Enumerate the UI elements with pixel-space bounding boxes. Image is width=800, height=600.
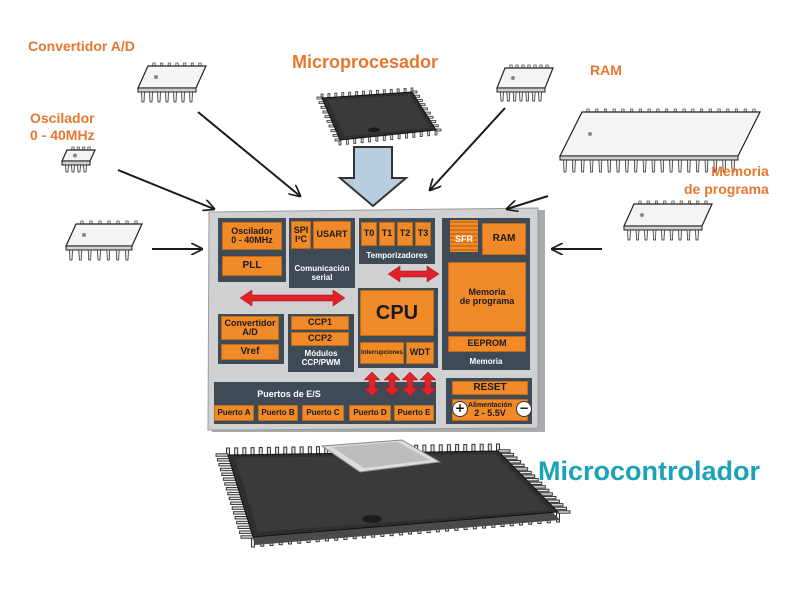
convertidor-block-line1: Convertidor	[224, 317, 276, 328]
sfr-label: SFR	[455, 234, 473, 244]
modulos-line2: CCP/PWM	[301, 358, 341, 368]
ram-label: RAM	[590, 62, 622, 78]
double-arrow-icon	[363, 371, 381, 397]
sfr-hatch	[450, 220, 478, 252]
bus-arrows	[239, 265, 440, 397]
dip-chip-icon	[137, 62, 207, 103]
vref-block: Vref	[221, 344, 279, 360]
convertidor-label: Convertidor A/D	[28, 38, 135, 54]
spi-i2c-block: SPI I²C	[291, 221, 311, 249]
microcontrolador-label: Microcontrolador	[538, 456, 761, 486]
timer-t1-block: T1	[379, 222, 395, 246]
double-arrow-icon	[383, 371, 401, 397]
oscilador-block-line1: Oscilador	[231, 225, 273, 236]
microcontroller-chip-icon	[215, 439, 571, 548]
microprocesador-label: Microprocesador	[292, 52, 439, 72]
arrow-icon	[430, 107, 506, 190]
arrow-icon	[197, 111, 300, 196]
convertidor-block-line2: A/D	[242, 327, 258, 337]
eeprom-block: EEPROM	[448, 336, 526, 352]
down-arrow-icon	[337, 146, 409, 208]
arrow-icon	[117, 169, 214, 209]
memoria-label-line1: Memoria	[711, 163, 769, 179]
oscilador-block: Oscilador 0 - 40MHz	[222, 222, 282, 250]
timer-t2-block: T2	[397, 222, 413, 246]
oscilador-label: Oscilador 0 - 40MHz	[30, 110, 95, 144]
usart-block: USART	[313, 221, 351, 249]
double-arrow-icon	[419, 371, 437, 397]
plus-icon: +	[452, 401, 468, 417]
comunicacion-label: Comunicación serial	[289, 264, 355, 282]
microprocesador-chip-icon	[316, 87, 442, 146]
oscilador-label-line2: 0 - 40MHz	[30, 127, 95, 143]
dip-chip-icon	[61, 146, 96, 173]
ccp1-block: CCP1	[291, 316, 349, 330]
connector-arrows	[117, 107, 602, 249]
interrupciones-block: Interrupciones	[360, 342, 404, 364]
double-arrow-icon	[239, 289, 346, 307]
puerto-d-block: Puerto D	[349, 405, 391, 421]
dip-chip-icon	[65, 220, 143, 261]
memoria-label: Memoria de programa	[684, 162, 769, 198]
wdt-block: WDT	[406, 342, 434, 364]
memoria-programa-line2: de programa	[459, 296, 515, 306]
dip-chip-icon	[623, 200, 713, 241]
alimentacion-label: Alimentación	[468, 401, 512, 409]
puerto-e-block: Puerto E	[394, 405, 434, 421]
convertidor-block: Convertidor A/D	[221, 316, 279, 340]
memoria-section-label: Memoria	[469, 357, 503, 366]
modulos-line1: Módulos	[304, 349, 338, 358]
pll-block: PLL	[222, 256, 282, 276]
timer-t3-block: T3	[415, 222, 431, 246]
puertos-label: Puertos de E/S	[257, 389, 321, 399]
oscilador-label-line1: Oscilador	[30, 110, 95, 126]
memoria-programa-line1: Memoria	[468, 286, 506, 297]
ram-block: RAM	[482, 223, 526, 255]
double-arrow-icon	[401, 371, 419, 397]
arrow-icon	[507, 195, 549, 209]
memoria-programa-block: Memoria de programa	[448, 262, 526, 332]
puerto-b-block: Puerto B	[258, 405, 298, 421]
dip-chip-icon	[496, 64, 554, 102]
timer-t0-block: T0	[361, 222, 377, 246]
spi-label: SPI	[293, 224, 309, 235]
comunicacion-line2: serial	[311, 273, 333, 283]
puerto-a-block: Puerto A	[214, 405, 254, 421]
i2c-label: I²C	[294, 234, 307, 244]
temporizadores-label: Temporizadores	[366, 251, 428, 260]
cpu-block: CPU	[360, 290, 434, 336]
dip-chip-icon	[559, 108, 761, 173]
memoria-label-line2: de programa	[684, 181, 769, 197]
modulos-label: Módulos CCP/PWM	[288, 349, 354, 367]
voltaje-label: 2 - 5.5V	[474, 407, 506, 418]
minus-icon: −	[516, 401, 532, 417]
ccp2-block: CCP2	[291, 332, 349, 346]
reset-block: RESET	[452, 381, 528, 395]
puerto-c-block: Puerto C	[302, 405, 344, 421]
double-arrow-icon	[387, 265, 440, 283]
oscilador-block-line2: 0 - 40MHz	[231, 235, 273, 245]
comunicacion-line1: Comunicación	[294, 264, 350, 273]
